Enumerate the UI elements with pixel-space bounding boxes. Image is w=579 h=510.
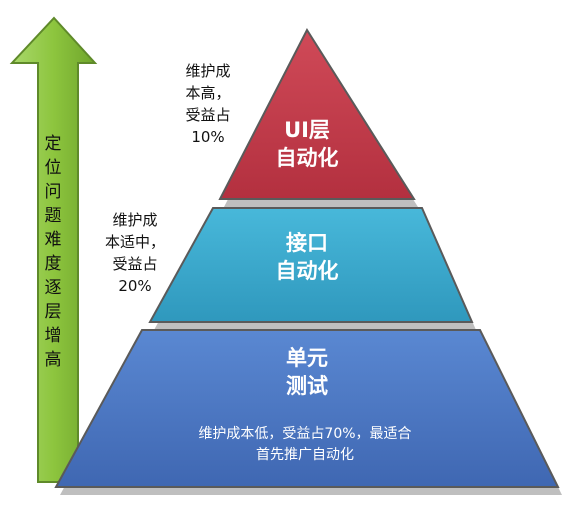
- bottom-layer-title-line2: 测试: [286, 374, 328, 398]
- arrow-label-char: 逐: [44, 278, 62, 298]
- arrow-label-char: 增: [44, 326, 62, 346]
- top-annotation-line: 本高，: [185, 84, 231, 102]
- top-layer-annotation: 维护成 本高， 受益占 10%: [168, 60, 248, 148]
- top-layer-label: UI层 自动化: [247, 116, 367, 172]
- top-annotation-line: 10%: [191, 128, 225, 146]
- top-annotation-line: 维护成: [185, 62, 231, 80]
- arrow-label-char: 问: [44, 182, 62, 202]
- middle-annotation-line: 维护成: [112, 211, 158, 229]
- middle-layer-annotation: 维护成 本适中， 受益占 20%: [90, 209, 180, 297]
- bottom-layer-title-line1: 单元: [286, 346, 328, 370]
- bottom-layer-description: 维护成本低，受益占70%，最适合 首先推广自动化: [120, 424, 490, 466]
- middle-layer-title-line2: 自动化: [275, 259, 339, 283]
- middle-annotation-line: 本适中，: [104, 233, 165, 251]
- middle-layer-label: 接口 自动化: [247, 229, 367, 285]
- layer-bottom-shape: [54, 329, 560, 488]
- arrow-label-char: 位: [44, 158, 62, 178]
- bottom-layer-label: 单元 测试: [247, 344, 367, 400]
- top-annotation-line: 受益占: [185, 106, 231, 124]
- arrow-label-char: 高: [44, 350, 62, 370]
- arrow-label-char: 层: [44, 302, 62, 322]
- arrow-label-char: 题: [44, 206, 62, 226]
- middle-layer-title-line1: 接口: [286, 231, 328, 255]
- arrow-label-char: 难: [44, 230, 62, 250]
- layer-middle-shape: [148, 207, 474, 323]
- arrow-label-char: 度: [44, 254, 62, 274]
- layer-top-shape: [218, 27, 416, 200]
- middle-annotation-line: 受益占: [112, 255, 158, 273]
- bottom-description-line: 首先推广自动化: [256, 447, 354, 463]
- top-layer-title-line2: 自动化: [275, 146, 339, 170]
- arrow-label-char: 定: [44, 134, 62, 154]
- bottom-description-line: 维护成本低，受益占70%，最适合: [198, 426, 412, 442]
- up-arrow: [9, 16, 98, 483]
- top-layer-title-line1: UI层: [284, 118, 330, 142]
- middle-annotation-line: 20%: [118, 277, 152, 295]
